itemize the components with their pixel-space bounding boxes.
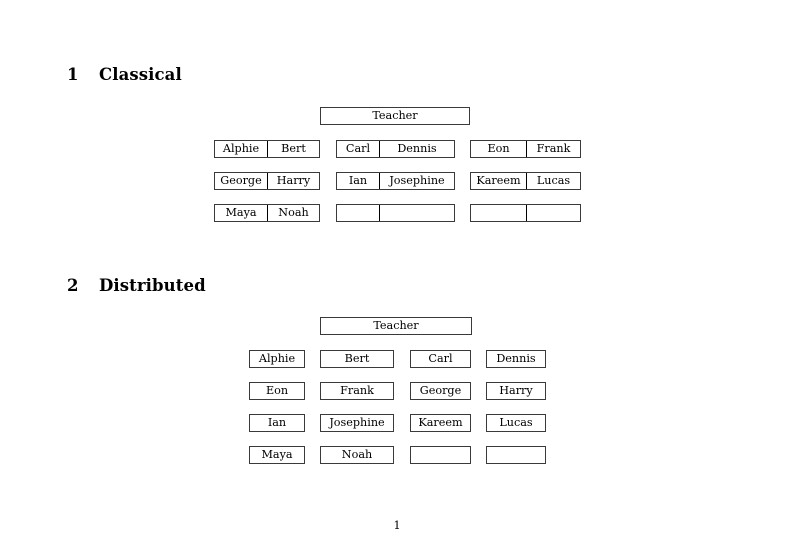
student-box: Bert [320,350,394,368]
student-cell: Eon [471,141,527,157]
student-pair-box: Alphie Bert [214,140,320,158]
student-pair-box: Maya Noah [214,204,320,222]
student-cell: Kareem [471,173,527,189]
student-box: Noah [320,446,394,464]
student-pair-box-empty [336,204,455,222]
student-pair-box: Carl Dennis [336,140,455,158]
student-box: Carl [410,350,471,368]
student-box: George [410,382,471,400]
section-number-1: 1 [67,65,79,84]
student-pair-box: George Harry [214,172,320,190]
student-pair-box: Ian Josephine [336,172,455,190]
student-cell: Carl [337,141,380,157]
student-box: Kareem [410,414,471,432]
section-number-2: 2 [67,276,79,295]
student-box: Frank [320,382,394,400]
student-box: Dennis [486,350,546,368]
student-pair-box: Kareem Lucas [470,172,581,190]
student-cell: Josephine [389,174,445,187]
student-box: Lucas [486,414,546,432]
student-cell: Bert [281,142,306,155]
student-cell-empty [527,205,580,221]
student-cell: Dennis [397,142,437,155]
section-heading-classical: 1 Classical [67,65,182,84]
student-box: Eon [249,382,305,400]
student-cell: Alphie [215,141,268,157]
student-box: Maya [249,446,305,464]
teacher-box-distributed: Teacher [320,317,472,335]
student-box: Harry [486,382,546,400]
student-cell: Maya [215,205,268,221]
student-box-empty [410,446,471,464]
section-title-2: Distributed [99,276,206,295]
student-box-empty [486,446,546,464]
student-box: Josephine [320,414,394,432]
student-box: Ian [249,414,305,432]
page-number: 1 [393,519,401,532]
teacher-box-classical: Teacher [320,107,470,125]
student-pair-box-empty [470,204,581,222]
student-cell: Frank [536,142,571,155]
student-cell-empty [471,205,527,221]
student-cell-empty [380,205,454,221]
student-pair-box: Eon Frank [470,140,581,158]
student-cell: Lucas [536,174,571,187]
section-heading-distributed: 2 Distributed [67,276,206,295]
student-cell: Harry [276,174,311,187]
student-box: Alphie [249,350,305,368]
section-title-1: Classical [99,65,182,84]
student-cell: Ian [337,173,380,189]
student-cell: Noah [278,206,309,219]
student-cell-empty [337,205,380,221]
student-cell: George [215,173,268,189]
